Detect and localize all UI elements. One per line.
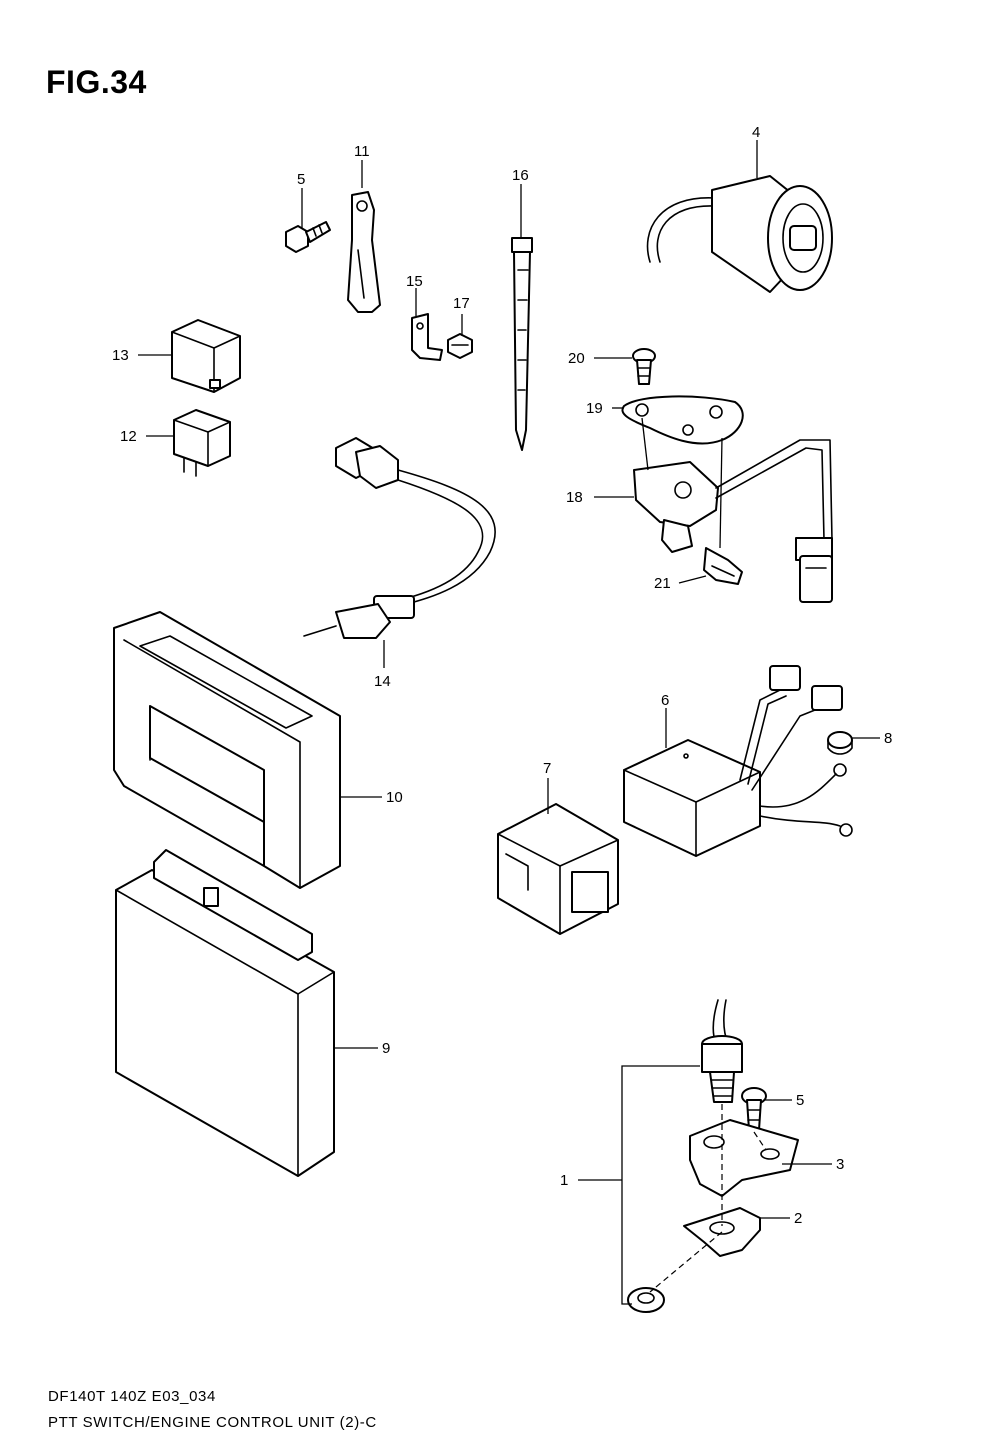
callout-13: 13 [112, 347, 129, 364]
part-12-relay[interactable] [173, 409, 231, 477]
part-17-screw[interactable] [447, 333, 473, 359]
part-4-ptt-switch[interactable] [646, 175, 833, 293]
part-10-ecu-cover[interactable] [113, 611, 341, 889]
part-1-assembly-switch[interactable] [701, 999, 743, 1103]
callout-2: 2 [794, 1210, 802, 1227]
callout-7: 7 [543, 760, 551, 777]
part-5-bolt-top[interactable] [285, 221, 331, 253]
callout-20: 20 [568, 350, 585, 367]
callout-9: 9 [382, 1040, 390, 1057]
part-5-bolt-lower[interactable] [741, 1087, 767, 1131]
part-7-relay-block[interactable] [497, 803, 619, 935]
callout-8: 8 [884, 730, 892, 747]
callout-labels: 11 5 16 4 15 17 13 12 20 19 18 21 14 6 7… [112, 124, 892, 1227]
callout-16: 16 [512, 167, 529, 184]
callout-11: 11 [354, 143, 370, 160]
callout-4: 4 [752, 124, 760, 141]
callout-3: 3 [836, 1156, 844, 1173]
callout-19: 19 [586, 400, 603, 417]
model-code: DF140T 140Z E03_034 [48, 1388, 216, 1405]
callout-21: 21 [654, 575, 671, 592]
callout-14: 14 [374, 673, 391, 690]
callout-15: 15 [406, 273, 423, 290]
callout-10: 10 [386, 789, 403, 806]
part-3-bracket[interactable] [689, 1119, 799, 1197]
part-20-screw[interactable] [632, 348, 656, 385]
figure-caption: PTT SWITCH/ENGINE CONTROL UNIT (2)-C [48, 1414, 377, 1431]
part-14-harness[interactable] [303, 437, 496, 639]
callout-17: 17 [453, 295, 470, 312]
figure-title: FIG.34 [46, 64, 147, 100]
callout-12: 12 [120, 428, 137, 445]
part-18-trim-sender[interactable] [633, 439, 833, 603]
part-1-nut[interactable] [627, 1287, 665, 1313]
figure-footer: DF140T 140Z E03_034 PTT SWITCH/ENGINE CO… [48, 1384, 377, 1436]
part-9-ecu[interactable] [115, 849, 335, 1177]
part-6-module[interactable] [623, 665, 853, 857]
assembly-centerlines [649, 1104, 767, 1293]
part-11-ground-strap[interactable] [347, 191, 381, 313]
part-16-cable-tie[interactable] [511, 237, 533, 451]
callout-5-top: 5 [297, 171, 305, 188]
part-15-bracket[interactable] [411, 313, 443, 361]
part-19-plate[interactable] [621, 395, 744, 445]
callout-6: 6 [661, 692, 669, 709]
part-8-cap[interactable] [827, 731, 853, 755]
leader-lines [138, 140, 880, 1305]
part-13-relay[interactable] [171, 319, 241, 393]
callout-5-lower: 5 [796, 1092, 804, 1109]
part-21-clamp[interactable] [703, 547, 743, 585]
callout-1: 1 [560, 1172, 568, 1189]
callout-18: 18 [566, 489, 583, 506]
